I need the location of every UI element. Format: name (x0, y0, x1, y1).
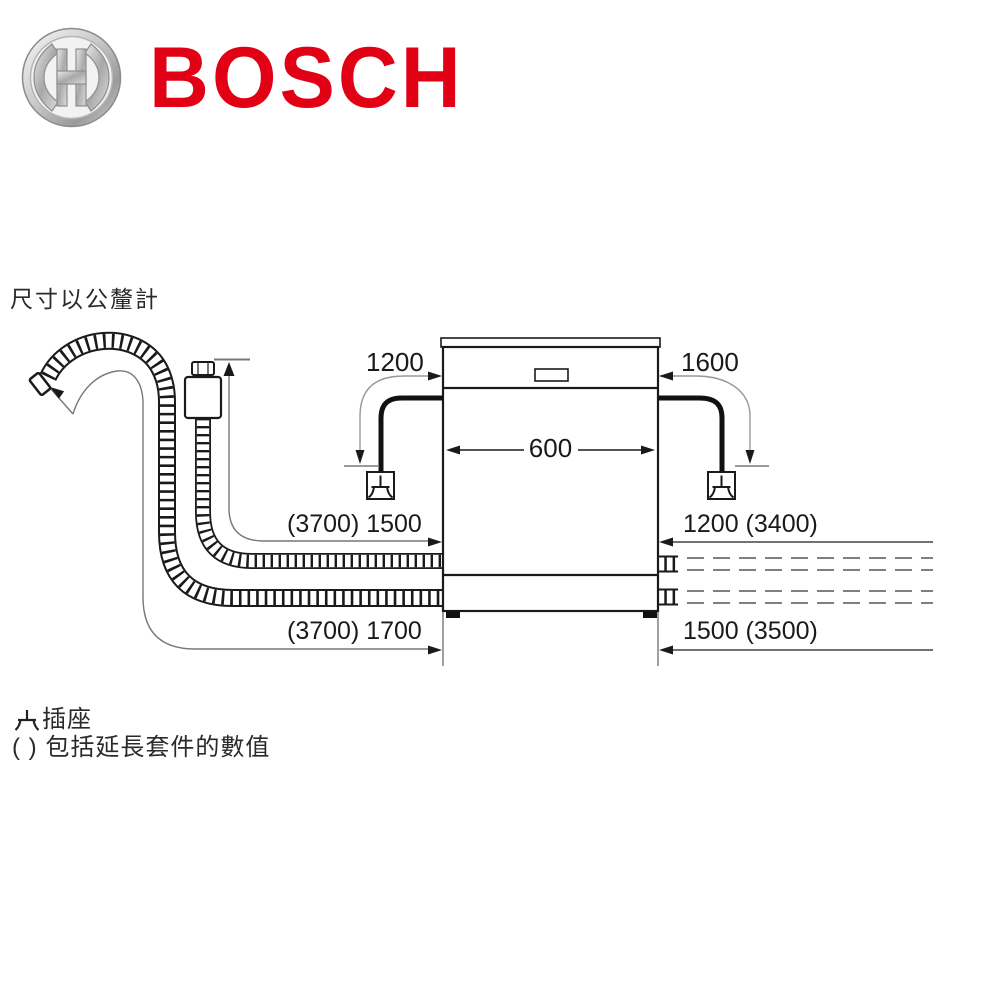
arrow-width-right (641, 445, 655, 455)
power-socket-icon (14, 710, 40, 731)
legend-socket-label: 插座 (42, 706, 92, 733)
arrowheads (50, 362, 755, 655)
dashed-hose-routes (661, 557, 933, 604)
socket-box-right (707, 471, 736, 500)
drain-hose (28, 331, 448, 607)
power-socket-icon (708, 475, 735, 499)
legend-extension-note: ( ) 包括延長套件的數值 (12, 734, 271, 761)
label-appliance-width: 600 (528, 433, 573, 463)
power-dim-curves (344, 375, 769, 467)
aquastop-body (183, 375, 223, 420)
label-supply-hose-right: 1200 (3400) (683, 510, 818, 538)
brand-wordmark: BOSCH (149, 29, 464, 126)
aquastop-valve (191, 361, 215, 377)
label-power-cord-right: 1600 (681, 347, 739, 377)
power-cable-left (378, 395, 443, 471)
power-cables (378, 395, 725, 471)
foot-right (643, 611, 657, 618)
brand-header: BOSCH (21, 27, 464, 128)
label-drain-hose-right: 1500 (3500) (683, 617, 818, 645)
bosch-armature-icon (21, 27, 122, 128)
hose-stub-right (656, 555, 678, 606)
drain-hose-end-cap (28, 371, 52, 397)
socket-box-left (366, 471, 395, 500)
units-note: 尺寸以公釐計 (10, 286, 160, 312)
arrow-width-left (446, 445, 460, 455)
extension-lines (442, 612, 659, 666)
power-cable-right (658, 395, 725, 471)
dishwasher-body (440, 337, 661, 618)
label-drain-hose-left: (3700) 1700 (287, 617, 422, 645)
legend-extension-row: ( ) 包括延長套件的數值 (12, 734, 270, 761)
supply-hose (195, 418, 448, 569)
supply-dim-path (214, 358, 432, 542)
legend-socket-row: 插座 (12, 706, 270, 733)
power-socket-icon (367, 475, 394, 499)
legend: 插座 ( ) 包括延長套件的數值 (12, 706, 270, 761)
label-supply-hose-left: (3700) 1500 (287, 510, 422, 538)
drain-dim-path (50, 370, 432, 650)
foot-left (446, 611, 460, 618)
control-display (534, 368, 569, 382)
label-power-cord-left: 1200 (366, 347, 424, 377)
right-dim-lines (662, 541, 933, 651)
